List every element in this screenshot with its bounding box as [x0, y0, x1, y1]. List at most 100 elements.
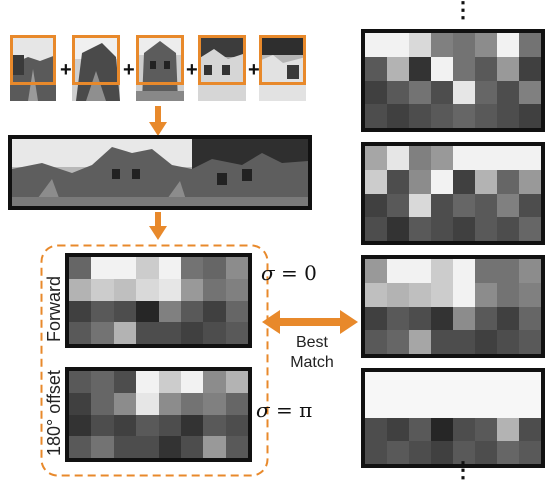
- database-grid-4-cell: [475, 441, 497, 464]
- database-grid-4-cell: [431, 395, 453, 418]
- database-grid-2-cell: [365, 169, 387, 194]
- database-grid-2-cell: [431, 217, 453, 241]
- forward-grid-cell: [91, 278, 114, 301]
- database-grid-3-cell: [497, 306, 519, 331]
- database-grid-4-cell: [453, 418, 475, 441]
- database-grid-1-cell: [497, 80, 519, 105]
- database-grid-4-cell: [519, 395, 541, 418]
- offset-grid-cell: [158, 436, 181, 458]
- database-grid-1-cell: [387, 104, 409, 128]
- database-grid-1-cell: [519, 80, 541, 105]
- offset-label: 180° offset: [44, 370, 64, 456]
- database-grid-4-cell: [453, 441, 475, 464]
- forward-grid-cell: [113, 257, 137, 279]
- database-grid-2-cell: [453, 193, 475, 218]
- database-grid-3-cell: [365, 259, 387, 283]
- offset-grid-cell: [203, 436, 226, 458]
- input-image-3: [136, 35, 184, 101]
- database-grid-3-cell: [453, 330, 475, 354]
- sigma-zero-value: = 0: [281, 261, 317, 285]
- forward-grid-cell: [225, 322, 248, 344]
- database-grid-3-cell: [431, 330, 453, 354]
- forward-grid-cell: [158, 322, 181, 344]
- offset-grid-cell: [203, 392, 226, 415]
- database-grid-1-cell: [431, 104, 453, 128]
- forward-grid-cell: [136, 257, 159, 279]
- database-grid-4-cell: [365, 372, 387, 395]
- forward-grid-cell: [158, 257, 181, 279]
- forward-grid-cell: [113, 322, 137, 344]
- database-grid-2-cell: [497, 193, 519, 218]
- database-grid-1-cell: [453, 33, 475, 57]
- database-grid-4-cell: [409, 418, 431, 441]
- database-grid-4-cell: [497, 372, 519, 395]
- database-grid-4-cell: [409, 441, 431, 464]
- database-grid-3-cell: [519, 282, 541, 307]
- input-frame-outline-3: [136, 35, 184, 85]
- database-grid-1-cell: [387, 33, 409, 57]
- database-grid-3-cell: [431, 306, 453, 331]
- forward-grid-cell: [203, 278, 226, 301]
- vdots-top: ⋮: [452, 0, 474, 22]
- database-grid-4-cell: [453, 372, 475, 395]
- database-grid-3-cell: [475, 282, 497, 307]
- database-grid-3: [361, 255, 545, 358]
- database-grid-1-cell: [475, 80, 497, 105]
- database-grid-1-cell: [497, 104, 519, 128]
- forward-grid-cell: [113, 278, 137, 301]
- offset-grid-cell: [113, 436, 137, 458]
- database-grid-2-cell: [519, 169, 541, 194]
- sigma-pi-symbol: σ: [256, 398, 270, 422]
- database-grid-4-cell: [387, 441, 409, 464]
- match-text: Match: [290, 354, 334, 371]
- forward-label: Forward: [44, 275, 64, 342]
- database-grid-4: [361, 368, 545, 468]
- database-grid-1-cell: [453, 56, 475, 81]
- offset-grid-cell: [69, 371, 92, 393]
- database-grid-3-cell: [519, 330, 541, 354]
- offset-grid-cell: [180, 392, 204, 415]
- database-grid-2-cell: [497, 217, 519, 241]
- offset-grid-cell: [225, 371, 248, 393]
- database-grid-4-cell: [387, 372, 409, 395]
- database-grid-2-cell: [431, 193, 453, 218]
- database-grid-2-cell: [387, 169, 409, 194]
- offset-grid-cell: [203, 414, 226, 437]
- forward-grid-cell: [180, 322, 204, 344]
- database-grid-2-cell: [409, 217, 431, 241]
- offset-grid-cell: [113, 414, 137, 437]
- offset-grid-cell: [158, 392, 181, 415]
- database-grid-4-cell: [431, 372, 453, 395]
- database-grid-1-cell: [431, 33, 453, 57]
- database-grid-1-cell: [365, 80, 387, 105]
- database-grid-3-cell: [497, 330, 519, 354]
- database-grid-2-cell: [431, 146, 453, 170]
- database-grid-2-cell: [387, 146, 409, 170]
- database-grid-2-cell: [431, 169, 453, 194]
- database-grid-4-cell: [409, 372, 431, 395]
- input-image-2: [72, 35, 120, 101]
- database-grid-1: [361, 29, 545, 132]
- down-arrow-1: [149, 106, 167, 136]
- database-grid-4-cell: [497, 395, 519, 418]
- forward-grid-cell: [69, 300, 92, 323]
- database-grid-1-cell: [409, 104, 431, 128]
- database-grid-3-cell: [387, 330, 409, 354]
- database-grid-3-cell: [409, 330, 431, 354]
- database-grid-4-cell: [387, 418, 409, 441]
- offset-grid-cell: [136, 392, 159, 415]
- database-grid-2-cell: [475, 217, 497, 241]
- forward-grid-cell: [91, 322, 114, 344]
- database-grid-3-cell: [387, 259, 409, 283]
- database-grid-3-cell: [431, 282, 453, 307]
- offset-grid-cell: [225, 414, 248, 437]
- best-match-label: Best Match: [280, 333, 344, 373]
- forward-grid-cell: [203, 322, 226, 344]
- database-grid-4-cell: [453, 395, 475, 418]
- forward-grid-cell: [180, 300, 204, 323]
- database-grid-1-cell: [365, 56, 387, 81]
- database-grid-4-cell: [431, 441, 453, 464]
- database-grid-4-cell: [365, 441, 387, 464]
- offset-grid-cell: [69, 414, 92, 437]
- database-grid-1-cell: [453, 104, 475, 128]
